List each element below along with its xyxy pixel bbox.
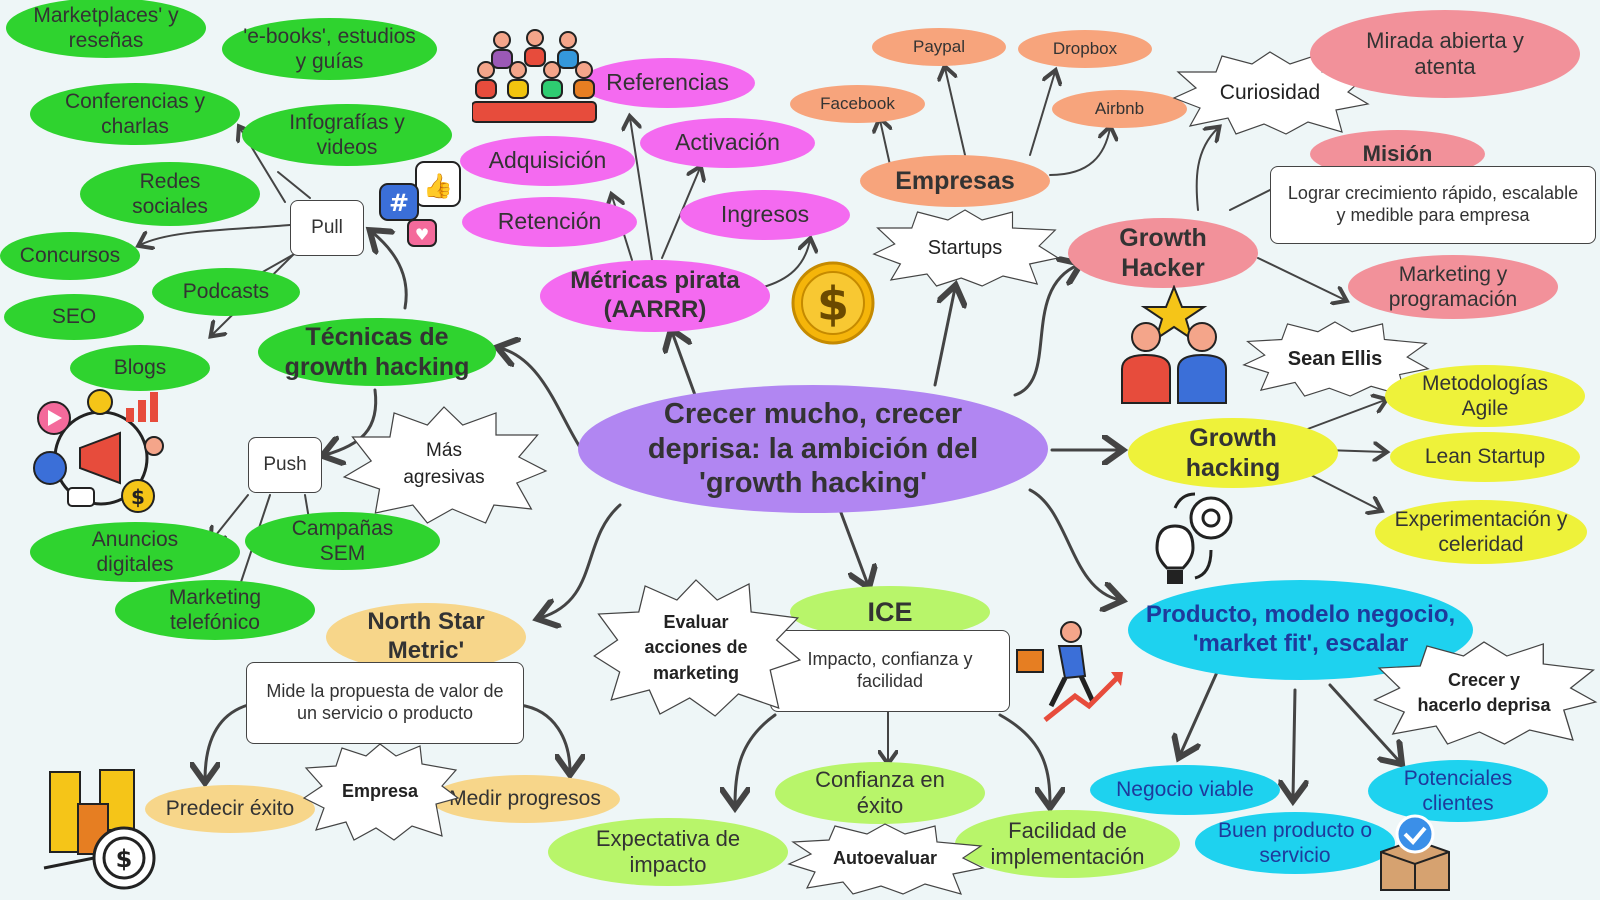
- evaluar-burst: Evaluar acciones de marketing: [590, 578, 802, 718]
- svg-text:$: $: [116, 845, 133, 873]
- evaluar-label: Evaluar acciones de marketing: [644, 612, 748, 683]
- pull-item-blogs[interactable]: Blogs: [70, 345, 210, 391]
- negocio-viable-node[interactable]: Negocio viable: [1090, 765, 1280, 815]
- empresas-node[interactable]: Empresas: [860, 155, 1050, 207]
- confianza-exito-node[interactable]: Confianza en éxito: [775, 762, 985, 824]
- metrica-retencion[interactable]: Retención: [462, 197, 637, 247]
- sean-ellis-burst: Sean Ellis: [1240, 320, 1430, 398]
- predecir-exito-node[interactable]: Predecir éxito: [145, 785, 315, 833]
- box-check-icon: [1380, 814, 1450, 891]
- svg-text:♥: ♥: [415, 225, 429, 244]
- social-media-icon: 👍 # ♥: [379, 161, 461, 247]
- svg-text:#: #: [389, 189, 409, 217]
- winners-icon: [1121, 285, 1227, 404]
- mas-agresivas-label: Más agresivas: [403, 440, 485, 488]
- north-star-node[interactable]: North Star Metric': [326, 603, 526, 671]
- crecer-burst: Crecer y hacerlo deprisa: [1370, 640, 1598, 746]
- marketing-programacion-node[interactable]: Marketing y programación: [1348, 255, 1558, 319]
- push-node[interactable]: Push: [248, 437, 322, 493]
- empresa-dropbox[interactable]: Dropbox: [1018, 30, 1152, 68]
- city-target-icon: $: [43, 769, 156, 890]
- metrica-activacion[interactable]: Activación: [640, 118, 815, 168]
- empresa-airbnb[interactable]: Airbnb: [1052, 90, 1187, 128]
- potenciales-clientes-node[interactable]: Potenciales clientes: [1368, 760, 1548, 822]
- pull-node[interactable]: Pull: [290, 200, 364, 256]
- growth-hacking-node[interactable]: Growth hacking: [1128, 418, 1338, 488]
- empresa-facebook[interactable]: Facebook: [790, 85, 925, 123]
- tecnicas-node[interactable]: Técnicas de growth hacking: [258, 318, 496, 386]
- metricas-node[interactable]: Métricas pirata (AARRR): [540, 260, 770, 332]
- startups-label: Startups: [927, 237, 1003, 259]
- svg-text:$: $: [817, 277, 849, 331]
- push-item-anuncios[interactable]: Anuncios digitales: [30, 522, 240, 582]
- central-topic[interactable]: Crecer mucho, crecer deprisa: la ambició…: [578, 385, 1048, 513]
- pull-item-redes[interactable]: Redes sociales: [80, 162, 260, 226]
- mision-text-box: Lograr crecimiento rápido, escalable y m…: [1270, 166, 1596, 244]
- svg-text:$: $: [131, 485, 145, 509]
- empresa-burst: Empresa: [300, 742, 460, 842]
- lean-startup-node[interactable]: Lean Startup: [1390, 432, 1580, 482]
- buen-producto-node[interactable]: Buen producto o servicio: [1195, 812, 1395, 874]
- crecer-label: Crecer y hacerlo deprisa: [1417, 669, 1551, 715]
- facilidad-implementacion-node[interactable]: Facilidad de implementación: [955, 810, 1180, 878]
- mirada-node[interactable]: Mirada abierta y atenta: [1310, 10, 1580, 98]
- autoevaluar-burst: Autoevaluar: [785, 822, 985, 896]
- empresa-label: Empresa: [341, 781, 419, 802]
- dollar-coin-icon: $: [791, 261, 875, 345]
- experimentacion-node[interactable]: Experimentación y celeridad: [1375, 500, 1587, 564]
- curiosidad-label: Curiosidad: [1219, 81, 1321, 105]
- pull-item-ebooks[interactable]: 'e-books', estudios y guías: [222, 18, 437, 80]
- curiosidad-burst: Curiosidad: [1170, 50, 1370, 136]
- growth-hacker-node[interactable]: Growth Hacker: [1068, 218, 1258, 288]
- svg-text:👍: 👍: [423, 172, 453, 200]
- pull-item-infografias[interactable]: Infografías y videos: [242, 104, 452, 166]
- empresa-paypal[interactable]: Paypal: [872, 28, 1006, 66]
- metrica-ingresos[interactable]: Ingresos: [680, 190, 850, 240]
- ice-text-box: Impacto, confianza y facilidad: [770, 630, 1010, 712]
- producto-node[interactable]: Producto, modelo negocio, 'market fit', …: [1128, 580, 1473, 680]
- push-item-marketing-telefonico[interactable]: Marketing telefónico: [115, 580, 315, 640]
- metodologias-agile-node[interactable]: Metodologías Agile: [1385, 365, 1585, 427]
- marketing-icons: $: [33, 389, 164, 513]
- startups-burst: Startups: [870, 208, 1060, 288]
- expectativa-impacto-node[interactable]: Expectativa de impacto: [548, 818, 788, 886]
- push-item-campanas[interactable]: Campañas SEM: [245, 512, 440, 570]
- medir-progresos-node[interactable]: Medir progresos: [430, 775, 620, 823]
- growth-man-icon: [1016, 621, 1123, 722]
- pull-item-seo[interactable]: SEO: [4, 294, 144, 340]
- metrica-referencias[interactable]: Referencias: [580, 58, 755, 108]
- pull-item-concursos[interactable]: Concursos: [0, 232, 140, 280]
- mas-agresivas-burst: Más agresivas: [340, 405, 548, 525]
- sean-ellis-label: Sean Ellis: [1287, 348, 1383, 370]
- pull-item-marketplaces[interactable]: Marketplaces' y reseñas: [6, 0, 206, 58]
- gears-idea-icon: [1155, 492, 1233, 584]
- ice-node[interactable]: ICE: [790, 586, 990, 638]
- north-star-text-box: Mide la propuesta de valor de un servici…: [246, 662, 524, 744]
- autoevaluar-label: Autoevaluar: [832, 848, 938, 869]
- metrica-adquisicion[interactable]: Adquisición: [460, 136, 635, 186]
- crowd-icon: [472, 29, 597, 123]
- pull-item-podcasts[interactable]: Podcasts: [152, 268, 300, 316]
- pull-item-conferencias[interactable]: Conferencias y charlas: [30, 83, 240, 145]
